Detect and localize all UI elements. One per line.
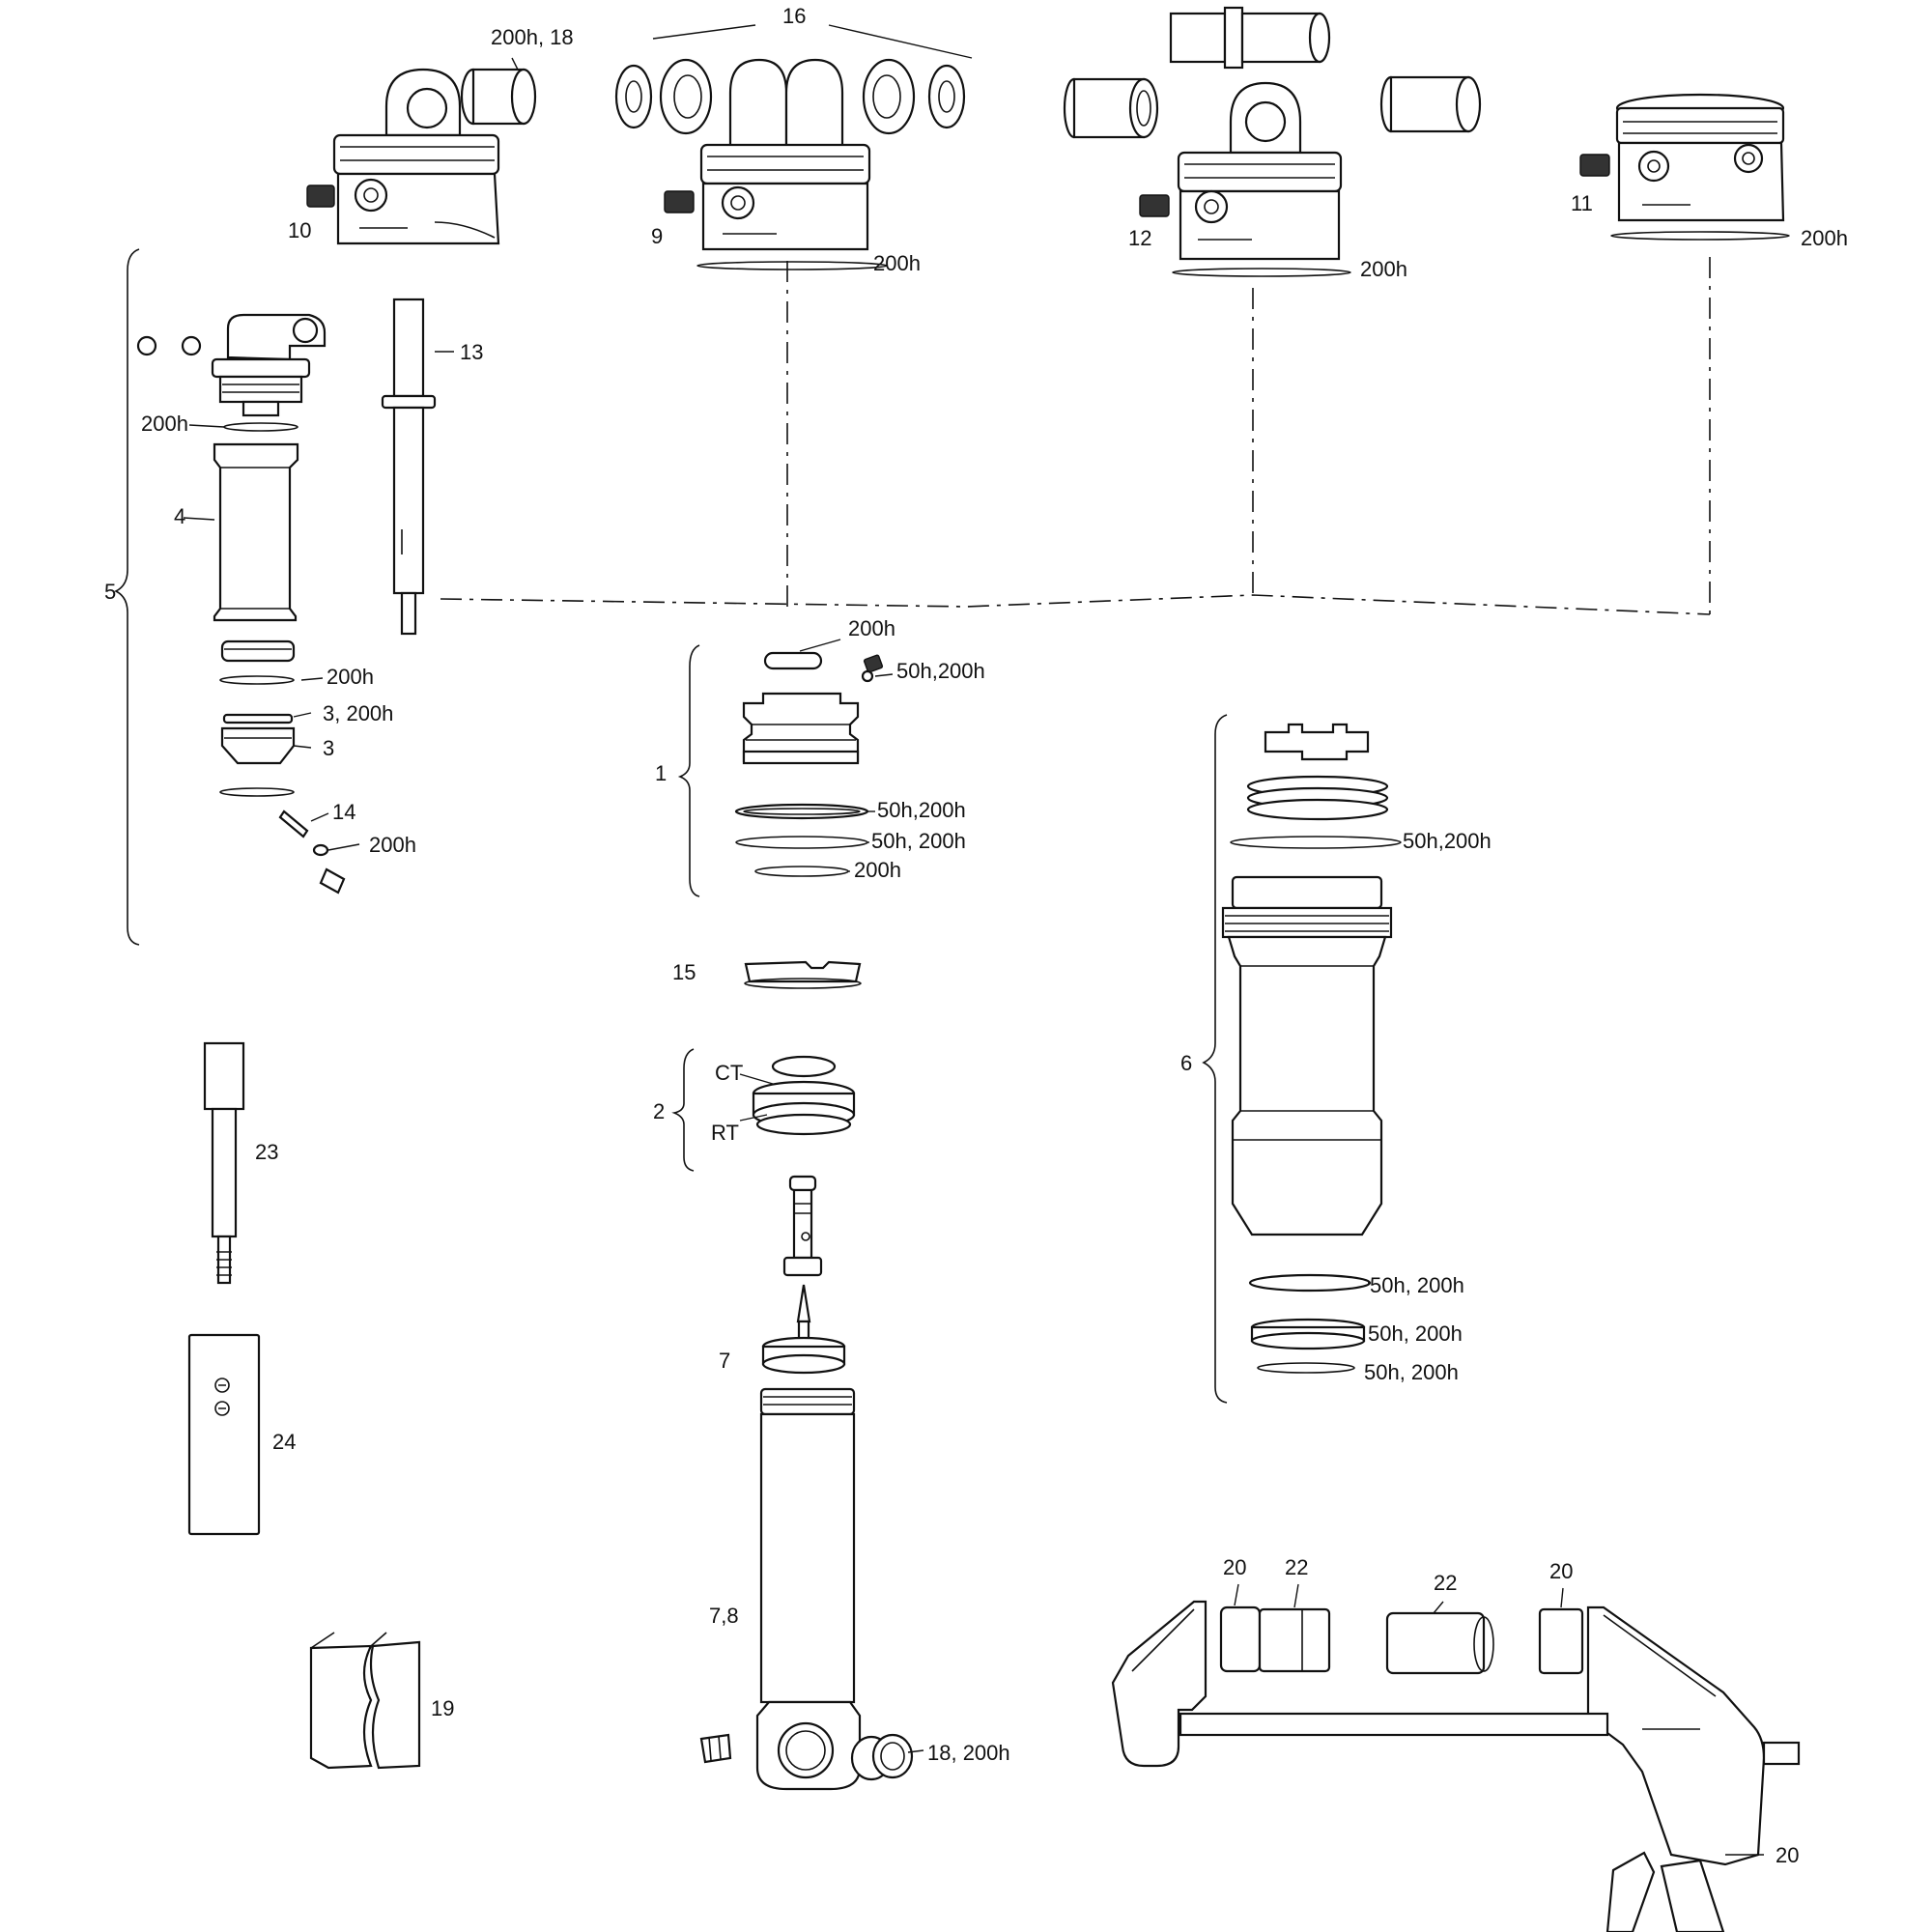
- part-7-bolt-and-needle: [761, 1175, 846, 1375]
- label-16: 16: [782, 4, 806, 28]
- label-7-8: 7,8: [709, 1604, 739, 1628]
- label-3: 3: [323, 736, 334, 760]
- label-7: 7: [719, 1349, 730, 1373]
- label-50h-200h-c: 50h, 200h: [871, 829, 966, 853]
- part-13-damper-shaft: [381, 298, 454, 636]
- label-12: 12: [1128, 226, 1151, 250]
- part-18-bushing-top: [460, 57, 537, 126]
- label-50h-200h-d: 50h,200h: [1403, 829, 1492, 853]
- label-13: 13: [460, 340, 483, 364]
- part-23-tool: [203, 1041, 245, 1285]
- label-24: 24: [272, 1430, 296, 1454]
- assembly-1-piston: [677, 639, 894, 897]
- part-11-head: [1579, 93, 1790, 241]
- label-50h-200h-f: 50h, 200h: [1368, 1321, 1463, 1346]
- label-4: 4: [174, 504, 185, 528]
- label-15: 15: [672, 960, 696, 984]
- label-1: 1: [655, 761, 667, 785]
- part-9-bearing-head: [614, 24, 973, 270]
- label-200h-h: 200h: [854, 858, 901, 882]
- label-200h-c: 200h: [1801, 226, 1848, 250]
- part-19-vise-jaws: [309, 1632, 421, 1770]
- part-12-head-with-bushings: [1063, 6, 1482, 277]
- label-20-c: 20: [1776, 1843, 1799, 1867]
- label-200h-18: 200h, 18: [491, 25, 574, 49]
- label-22-b: 22: [1434, 1571, 1457, 1595]
- label-9: 9: [651, 224, 663, 248]
- part-10-eyelet-head: [306, 68, 500, 245]
- label-18-200h: 18, 200h: [927, 1741, 1010, 1765]
- label-22-a: 22: [1285, 1555, 1308, 1579]
- label-RT: RT: [711, 1121, 739, 1145]
- label-2: 2: [653, 1099, 665, 1123]
- label-200h-b: 200h: [1360, 257, 1407, 281]
- label-CT: CT: [715, 1061, 743, 1085]
- label-6: 6: [1180, 1051, 1192, 1075]
- label-14: 14: [332, 800, 355, 824]
- label-11: 11: [1571, 191, 1593, 215]
- label-20-b: 20: [1549, 1559, 1573, 1583]
- part-labels: 16 200h, 18 10 9 200h 12 200h 11 200h 13…: [104, 4, 1848, 1867]
- label-200h-f: 200h: [369, 833, 416, 857]
- label-200h-g: 200h: [848, 616, 895, 640]
- label-200h-a: 200h: [873, 251, 921, 275]
- label-50h-200h-g: 50h, 200h: [1364, 1360, 1459, 1384]
- assembly-lines: [440, 257, 1711, 615]
- label-50h-200h-e: 50h, 200h: [1370, 1273, 1464, 1297]
- assembly-6-air-can: [1202, 714, 1402, 1404]
- label-5: 5: [104, 580, 116, 604]
- label-19: 19: [431, 1696, 454, 1720]
- label-3-200h: 3, 200h: [323, 701, 393, 725]
- part-7-8-damper-body: [699, 1387, 924, 1791]
- label-23: 23: [255, 1140, 278, 1164]
- label-50h-200h-b: 50h,200h: [877, 798, 966, 822]
- clamp-tool: [1111, 1583, 1801, 1932]
- assembly-5-air-can: [114, 248, 360, 946]
- label-200h-d: 200h: [141, 412, 188, 436]
- label-50h-200h-a: 50h,200h: [896, 659, 985, 683]
- label-20-a: 20: [1223, 1555, 1246, 1579]
- part-24-tube-tool: [187, 1333, 261, 1536]
- part-15-ring: [744, 960, 862, 989]
- label-10: 10: [288, 218, 311, 242]
- assembly-2-valve-stack: [671, 1048, 856, 1172]
- label-200h-e: 200h: [327, 665, 374, 689]
